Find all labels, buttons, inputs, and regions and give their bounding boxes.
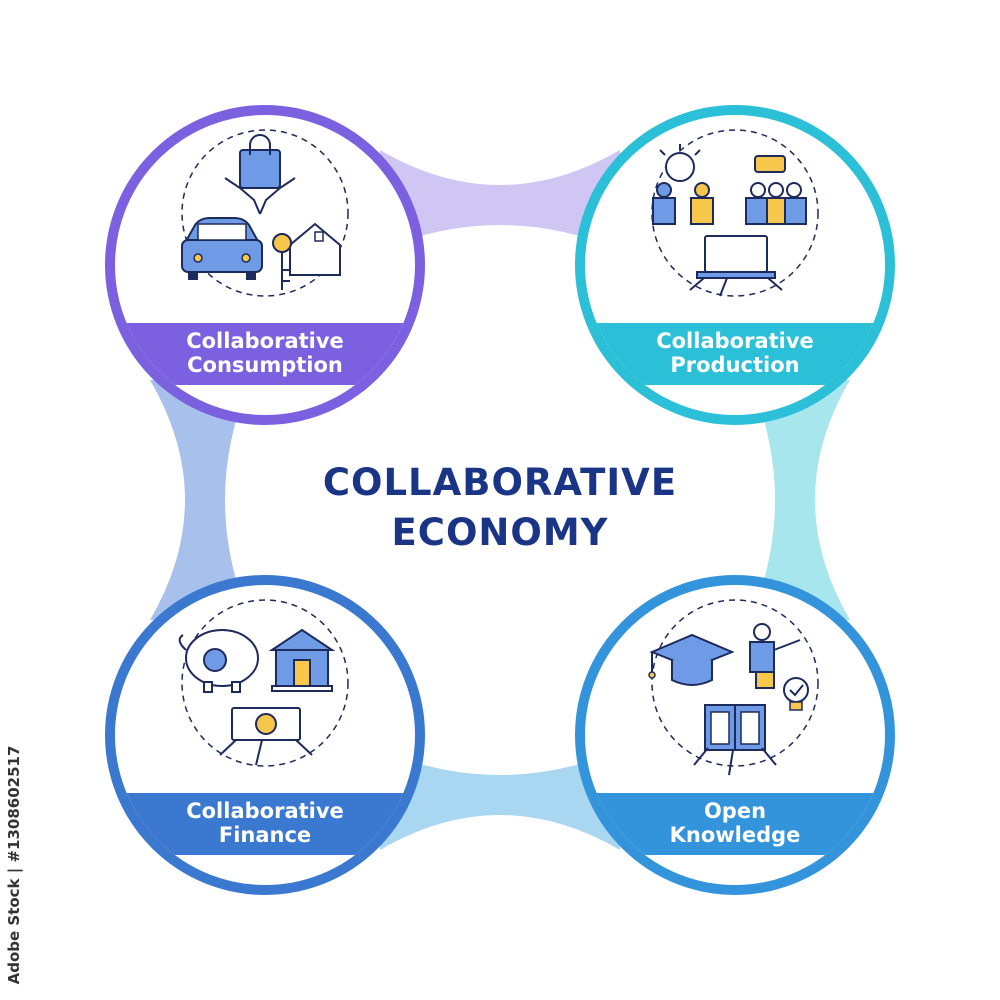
connector-right	[750, 380, 850, 620]
diagram-title-line1: COLLABORATIVE	[323, 461, 677, 504]
stock-id-watermark: Adobe Stock | #1308602517	[4, 740, 24, 990]
meeting-chat-icon	[745, 155, 807, 225]
node-label-line1: Open	[704, 799, 766, 823]
node-collaborative-finance: Collaborative Finance	[105, 575, 425, 895]
node-open-knowledge: Open Knowledge	[575, 575, 895, 895]
bank-building-icon	[268, 628, 336, 692]
node-label-line2: Consumption	[187, 353, 343, 377]
shopping-bag-icon	[224, 134, 296, 215]
piggy-bank-icon	[178, 629, 259, 693]
node-label-line1: Collaborative	[186, 329, 344, 353]
node-label-line2: Knowledge	[670, 823, 801, 847]
node-collaborative-consumption: Collaborative Consumption	[105, 105, 425, 425]
cash-hands-icon	[219, 707, 313, 766]
idea-team-icon	[652, 144, 714, 225]
connector-bottom	[380, 750, 620, 850]
laptop-hands-icon	[689, 235, 783, 297]
car-icon	[181, 217, 263, 280]
house-key-icon	[272, 222, 341, 290]
teacher-idea-icon	[749, 623, 809, 711]
node-label-line1: Collaborative	[186, 799, 344, 823]
stock-id-text: Adobe Stock | #1308602517	[5, 745, 23, 985]
graduation-cap-icon	[648, 633, 735, 686]
diagram-title-line2: ECONOMY	[392, 511, 609, 554]
open-book-icon	[693, 704, 777, 776]
node-label-line1: Collaborative	[656, 329, 814, 353]
connector-top	[380, 150, 620, 250]
connector-left	[150, 380, 250, 620]
node-label-line2: Production	[670, 353, 799, 377]
node-label-line2: Finance	[219, 823, 311, 847]
node-collaborative-production: Collaborative Production	[575, 105, 895, 425]
